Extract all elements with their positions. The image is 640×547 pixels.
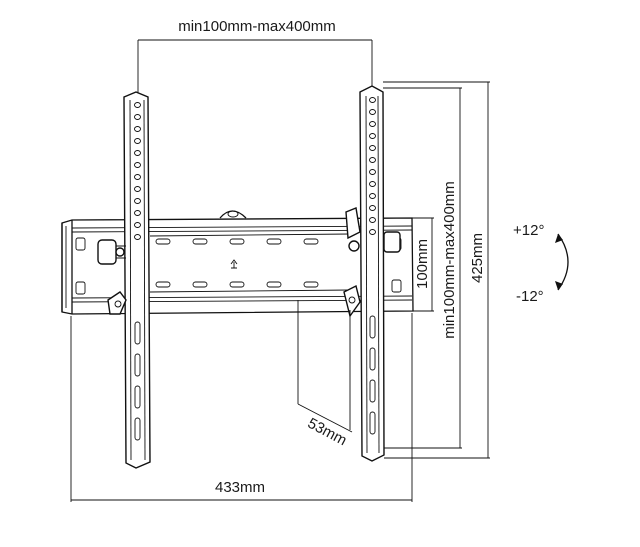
depth-dimension bbox=[297, 300, 353, 433]
curved-arrow-icon bbox=[555, 233, 569, 291]
left-arm-holes bbox=[134, 102, 141, 441]
height-label: 425mm bbox=[469, 233, 486, 283]
vertical-span-dimension bbox=[383, 87, 462, 449]
left-lower-knob bbox=[107, 291, 127, 315]
right-vertical-arm bbox=[359, 85, 385, 462]
rail-spacing-label: 100mm bbox=[414, 239, 431, 289]
top-span-label: min100mm-max400mm bbox=[178, 18, 336, 35]
left-upper-knob bbox=[97, 239, 126, 265]
vertical-span-label: min100mm-max400mm bbox=[441, 181, 458, 339]
right-lower-knob bbox=[343, 284, 361, 318]
right-arm-holes bbox=[369, 97, 376, 435]
top-span-dimension bbox=[137, 39, 373, 93]
left-vertical-arm bbox=[123, 91, 151, 469]
tilt-up-label: +12° bbox=[513, 222, 544, 239]
width-label: 433mm bbox=[215, 479, 265, 496]
right-upper-knob bbox=[345, 207, 361, 252]
tilt-down-label: -12° bbox=[516, 288, 544, 305]
height-dimension bbox=[383, 81, 490, 459]
right-side-knob bbox=[383, 231, 401, 253]
wall-plate-slots bbox=[155, 238, 319, 288]
width-dimension bbox=[70, 313, 413, 502]
up-arrow-icon bbox=[230, 259, 238, 269]
depth-label: 53mm bbox=[305, 415, 350, 450]
rail-spacing-dimension bbox=[412, 217, 434, 312]
